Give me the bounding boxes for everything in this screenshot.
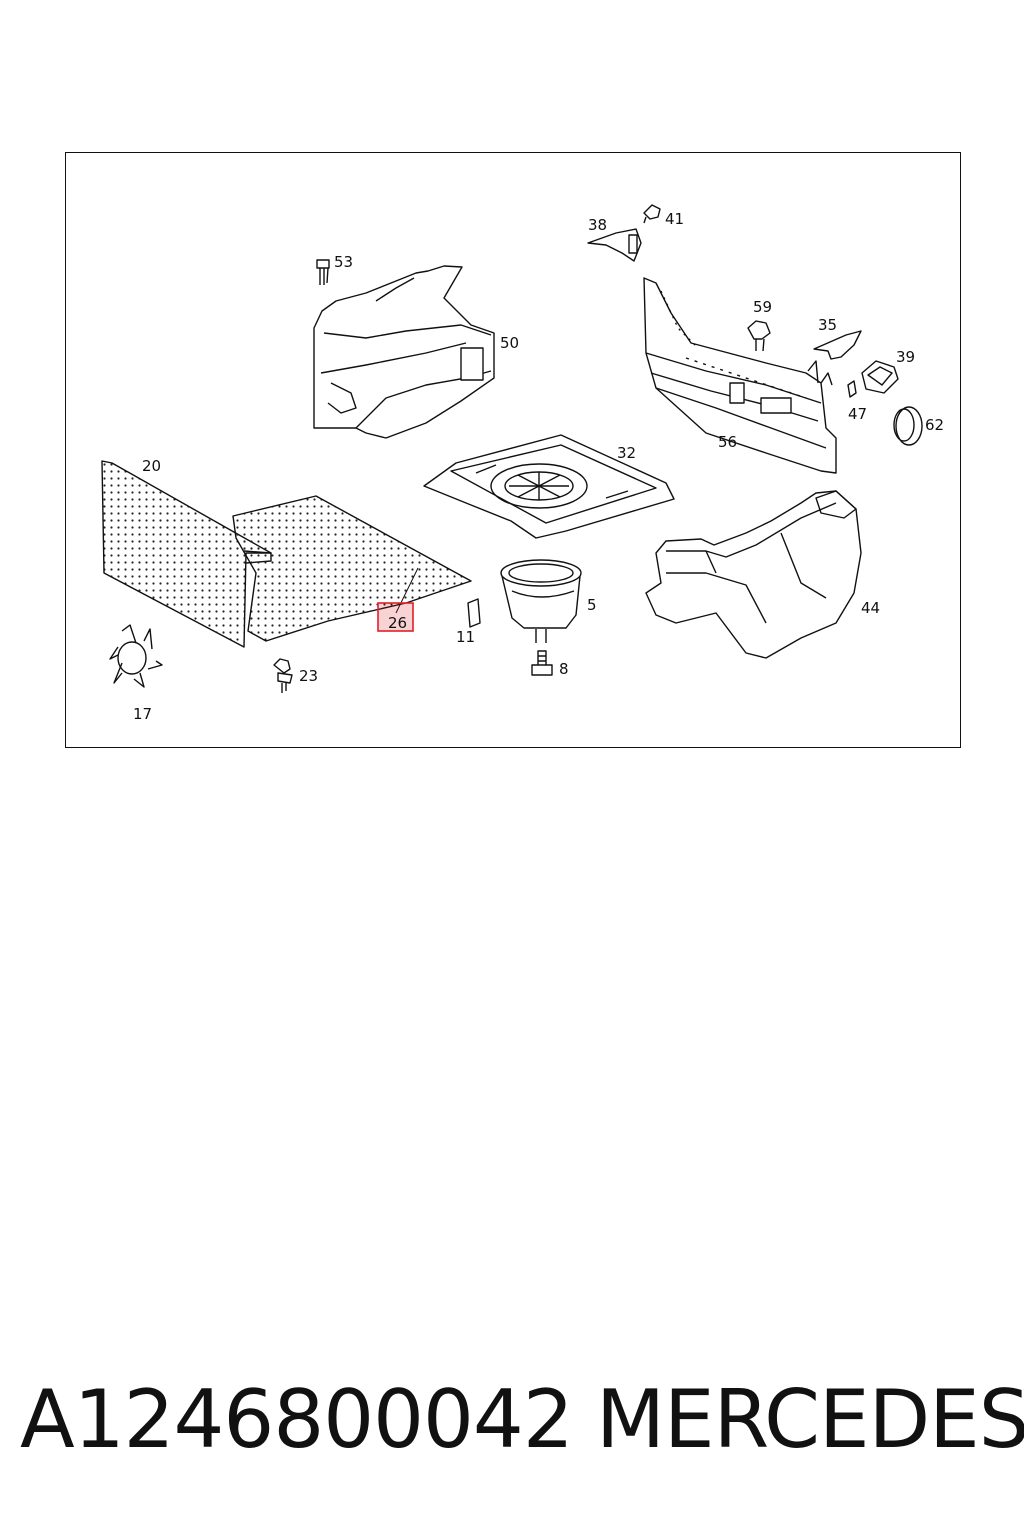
callout-11: 11 [456, 628, 475, 646]
callout-17: 17 [133, 705, 152, 723]
part-39-cover [861, 360, 899, 394]
callout-5: 5 [587, 596, 597, 614]
callout-44: 44 [861, 599, 880, 617]
leader-lines [395, 567, 419, 614]
part-26-floor-mat [232, 495, 472, 642]
part-59-clip [747, 320, 771, 352]
footer: A1246800042 MERCEDES [0, 1370, 1024, 1470]
callout-32: 32 [617, 444, 636, 462]
callout-59: 59 [753, 298, 772, 316]
part-17-fastener [109, 624, 163, 688]
callout-20: 20 [142, 457, 161, 475]
callout-23: 23 [299, 667, 318, 685]
part-41-clip [643, 204, 661, 224]
part-5-bowl [500, 559, 582, 643]
callout-41: 41 [665, 210, 684, 228]
part-8-bolt [531, 650, 553, 676]
part-11-pad [467, 598, 481, 628]
callout-35: 35 [818, 316, 837, 334]
part-32-floor-panel [423, 434, 675, 539]
part-23-clip [273, 658, 293, 693]
callout-38: 38 [588, 216, 607, 234]
part-38-bracket [587, 228, 642, 262]
brand-name: MERCEDES [596, 1373, 1024, 1466]
part-44-housing-trim [645, 490, 862, 659]
part-56-rear-panel [643, 277, 837, 474]
callout-39: 39 [896, 348, 915, 366]
callout-53: 53 [334, 253, 353, 271]
part-47-clip [847, 380, 857, 398]
callout-8: 8 [559, 660, 569, 678]
callout-56: 56 [718, 433, 737, 451]
callout-50: 50 [500, 334, 519, 352]
callout-47: 47 [848, 405, 867, 423]
parts-diagram: 53 50 38 41 59 35 39 47 62 56 32 20 26 1… [101, 204, 944, 723]
part-number: A1246800042 [20, 1373, 574, 1466]
part-50-side-trim [313, 265, 495, 439]
highlight-box-26 [377, 602, 414, 632]
parts-diagram-frame: 53 50 38 41 59 35 39 47 62 56 32 20 26 1… [65, 152, 961, 748]
callout-62: 62 [925, 416, 944, 434]
part-53-clip [316, 259, 330, 285]
callout-26: 26 [388, 614, 407, 632]
part-62-plug [893, 406, 923, 446]
part-35-bracket [813, 330, 862, 360]
